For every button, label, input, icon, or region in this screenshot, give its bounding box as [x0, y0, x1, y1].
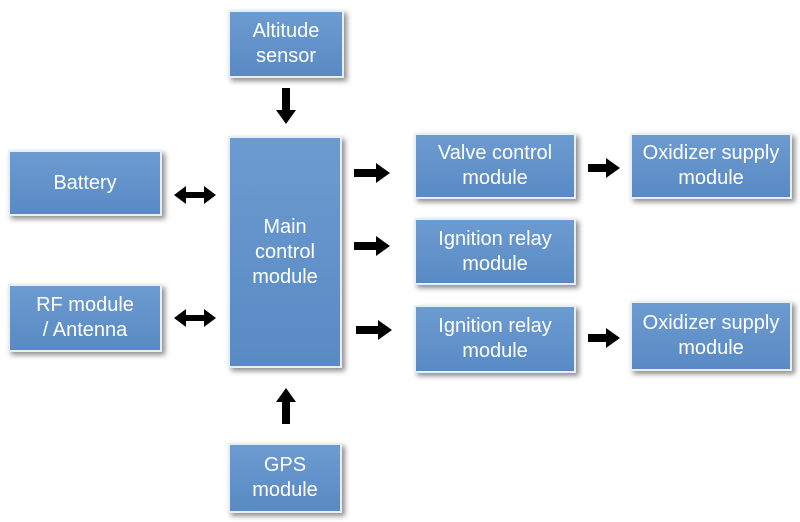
- main-control-module-box: Main control module: [228, 136, 342, 368]
- oxidizer-supply-module-box-1: Oxidizer supply module: [630, 133, 792, 199]
- arrow-battery-main-bidirectional: [174, 186, 216, 204]
- arrow-main-to-ignition-relay-2: [356, 320, 392, 340]
- altitude-sensor-box: Altitude sensor: [228, 10, 344, 78]
- arrow-main-to-ignition-relay-1: [354, 236, 390, 256]
- ignition-relay-module-box-1: Ignition relay module: [414, 218, 576, 285]
- arrow-rf-main-bidirectional: [174, 309, 216, 327]
- valve-control-module-box: Valve control module: [414, 133, 576, 199]
- arrow-altitude-to-main: [276, 88, 296, 124]
- arrow-valve-to-oxidizer-1: [588, 158, 620, 178]
- ignition-relay-module-box-2: Ignition relay module: [414, 305, 576, 373]
- rf-module-box: RF module / Antenna: [8, 284, 162, 352]
- arrow-main-to-valve-control: [354, 163, 390, 183]
- oxidizer-supply-module-box-2: Oxidizer supply module: [630, 301, 792, 371]
- gps-module-box: GPS module: [228, 443, 342, 513]
- arrow-ignition-to-oxidizer-2: [588, 328, 620, 348]
- battery-box: Battery: [8, 150, 162, 216]
- arrow-gps-to-main: [276, 388, 296, 424]
